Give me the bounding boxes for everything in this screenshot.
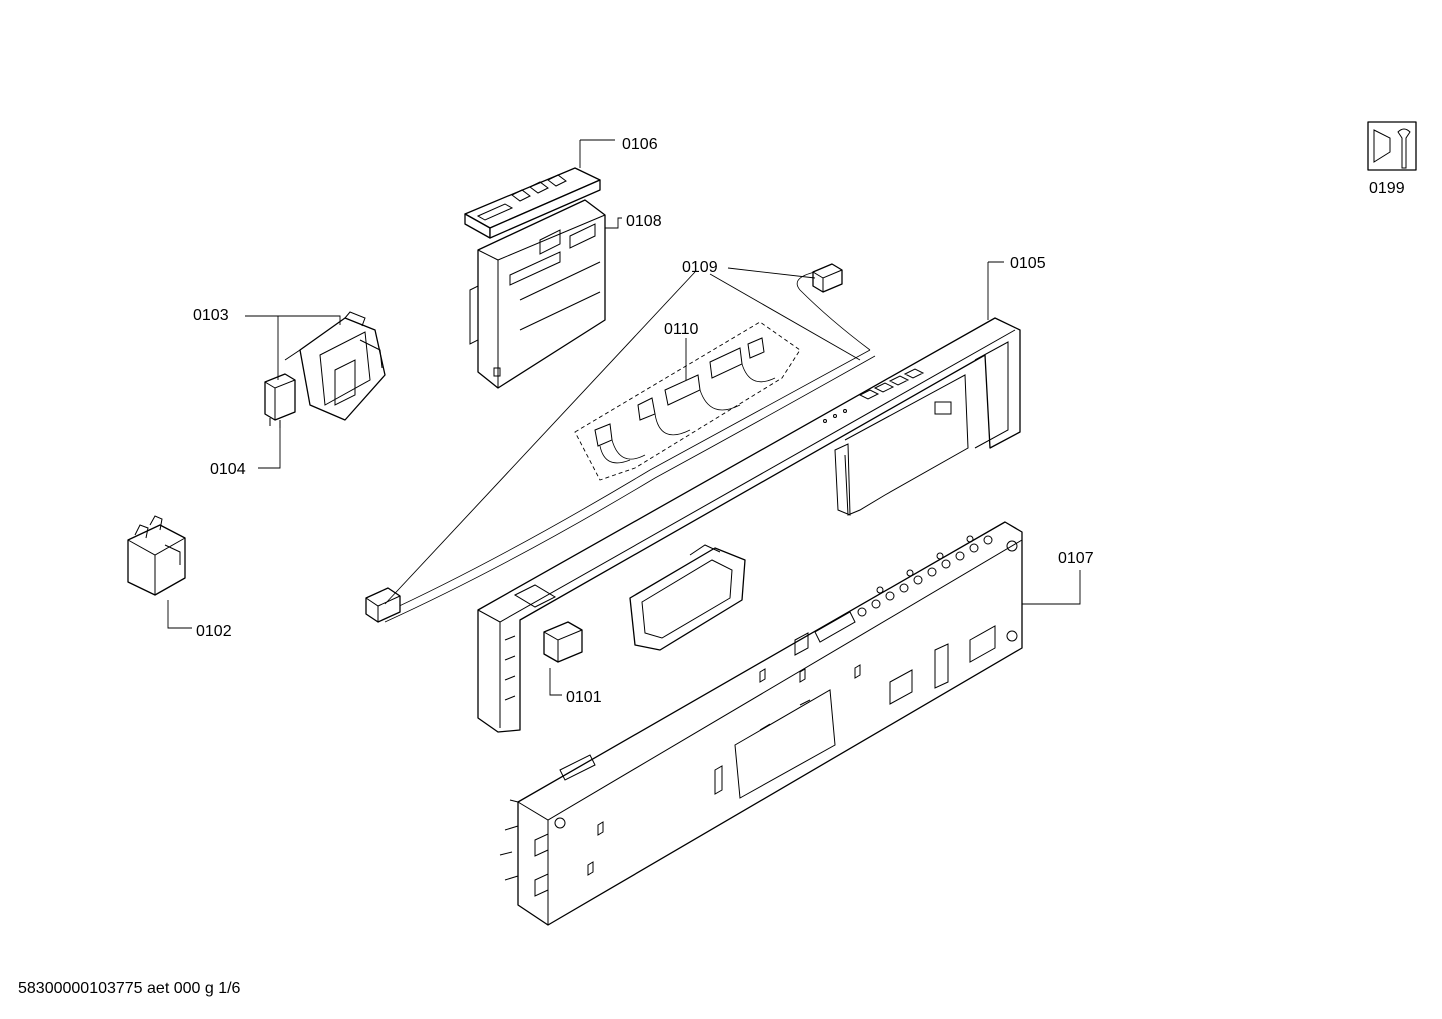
part-0109-cable [365, 263, 876, 623]
label-0103: 0103 [193, 307, 229, 324]
label-0109: 0109 [682, 259, 718, 276]
part-0108-control-module [469, 199, 606, 389]
wrench-service-icon [1367, 121, 1417, 171]
part-0104-switch [264, 373, 296, 428]
label-0108: 0108 [626, 213, 662, 230]
label-0106: 0106 [622, 136, 658, 153]
label-0105: 0105 [1010, 255, 1046, 272]
part-0106-keypad [464, 167, 601, 239]
leader-lines [167, 139, 1081, 696]
label-0102: 0102 [196, 623, 232, 640]
part-handle-recess [629, 544, 746, 651]
label-0199: 0199 [1369, 180, 1405, 197]
part-0110-wire-harness-group [574, 321, 801, 481]
label-0107: 0107 [1058, 550, 1094, 567]
label-0110: 0110 [664, 321, 699, 338]
part-0101-button [543, 621, 583, 663]
part-0105-control-panel-frame [477, 317, 1021, 733]
label-0101: 0101 [566, 689, 602, 706]
document-reference-footer: 58300000103775 aet 000 g 1/6 [18, 980, 241, 997]
part-labels: 0106 0108 0109 0105 0110 0103 0104 0107 … [193, 136, 1405, 706]
label-0104: 0104 [210, 461, 246, 478]
part-0103-door-lock [284, 311, 386, 421]
part-0107-front-fascia [499, 521, 1023, 926]
part-0102-relay [127, 515, 186, 596]
fascia-button-row [857, 535, 993, 617]
